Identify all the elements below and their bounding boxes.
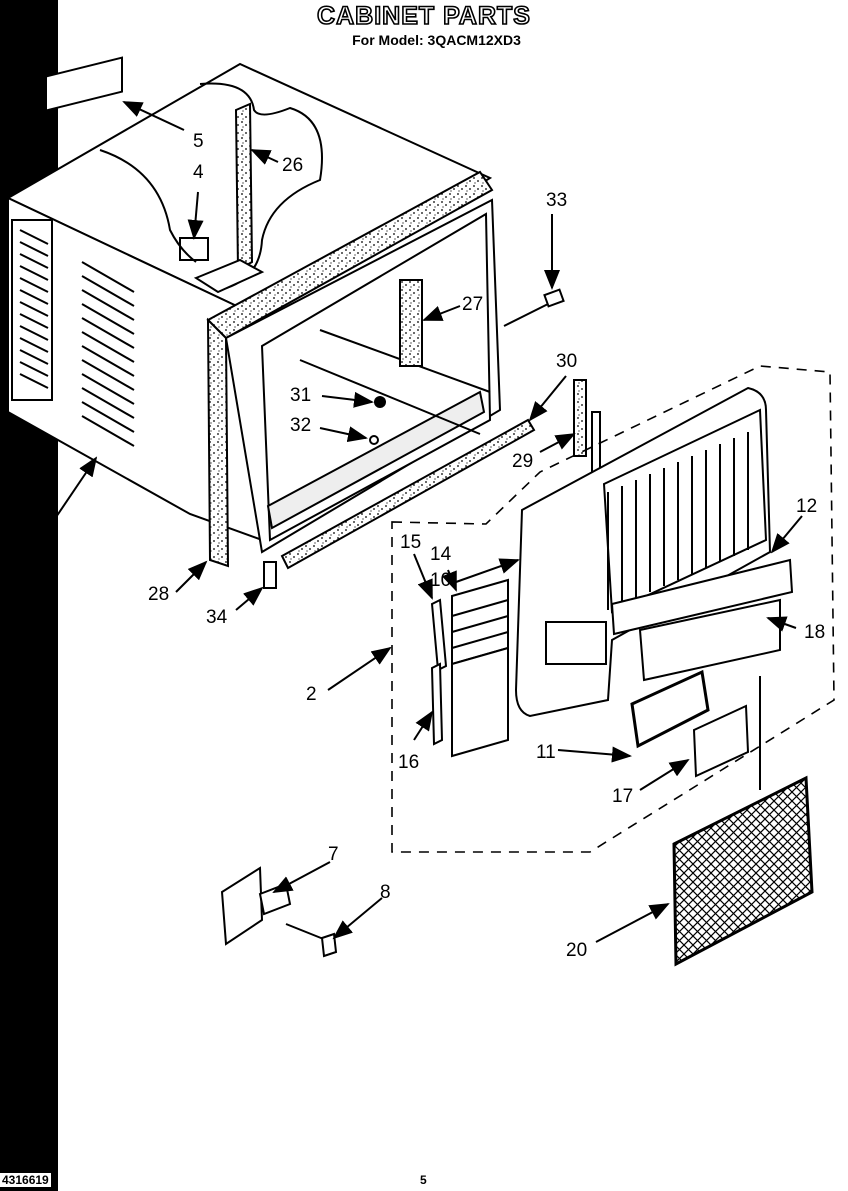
front-panel-control-window xyxy=(545,621,607,665)
part-17-panel xyxy=(692,704,750,778)
part-31-nut xyxy=(374,396,386,408)
model-subtitle: For Model: 3QACM12XD3 xyxy=(352,32,521,48)
part-29-seal xyxy=(573,379,587,457)
part-34-block xyxy=(263,561,277,589)
front-gasket-frame xyxy=(206,170,494,568)
page-number: 5 xyxy=(420,1173,427,1187)
callout-8: 8 xyxy=(380,882,391,903)
callout-30: 30 xyxy=(556,351,577,372)
callout-4: 4 xyxy=(193,162,204,183)
callout-10: 10 xyxy=(430,570,451,591)
callout-7: 7 xyxy=(328,844,339,865)
part-16-louver xyxy=(430,662,444,746)
part-5-label xyxy=(45,56,123,112)
callout-34: 34 xyxy=(206,607,228,628)
leader-arrows xyxy=(49,101,803,943)
callout-20: 20 xyxy=(566,940,587,961)
callout-29: 29 xyxy=(512,451,533,472)
callout-17: 17 xyxy=(612,786,633,807)
part-18-panel xyxy=(638,598,781,682)
part-20-filter xyxy=(672,775,814,967)
callout-18: 18 xyxy=(804,622,825,643)
part-15-louver xyxy=(430,598,448,672)
callout-27: 27 xyxy=(462,294,483,315)
part-8-screw xyxy=(320,932,338,958)
callout-12: 12 xyxy=(796,496,817,517)
callout-15: 15 xyxy=(400,532,421,553)
part-11-bracket xyxy=(630,669,710,749)
callout-1: 1 xyxy=(30,520,41,541)
callout-11: 11 xyxy=(536,742,556,763)
callout-14: 14 xyxy=(430,544,452,565)
part-12-panel xyxy=(610,558,794,636)
page-title: CABINET PARTS xyxy=(316,1,531,31)
part-32-ring xyxy=(369,435,379,445)
callout-26: 26 xyxy=(282,155,303,176)
part-7-bracket xyxy=(220,866,327,946)
front-panel-grille-lines xyxy=(607,432,749,610)
callout-31: 31 xyxy=(290,385,311,406)
document-number: 4316619 xyxy=(0,1173,51,1187)
top-rail xyxy=(193,82,323,294)
cabinet-side-louvers xyxy=(19,229,135,447)
callout-2: 2 xyxy=(306,684,317,705)
cabinet-interior xyxy=(224,198,502,554)
part-27-seal xyxy=(399,279,423,367)
callout-33: 33 xyxy=(546,190,567,211)
part-14-louver-set xyxy=(451,578,509,758)
part-33-screw xyxy=(503,288,565,327)
callout-16: 16 xyxy=(398,752,419,773)
callout-28: 28 xyxy=(148,584,169,605)
callout-32: 32 xyxy=(290,415,311,436)
part-30-strip xyxy=(280,418,536,570)
callout-5: 5 xyxy=(193,131,204,152)
assembly-group-outline xyxy=(391,365,835,853)
